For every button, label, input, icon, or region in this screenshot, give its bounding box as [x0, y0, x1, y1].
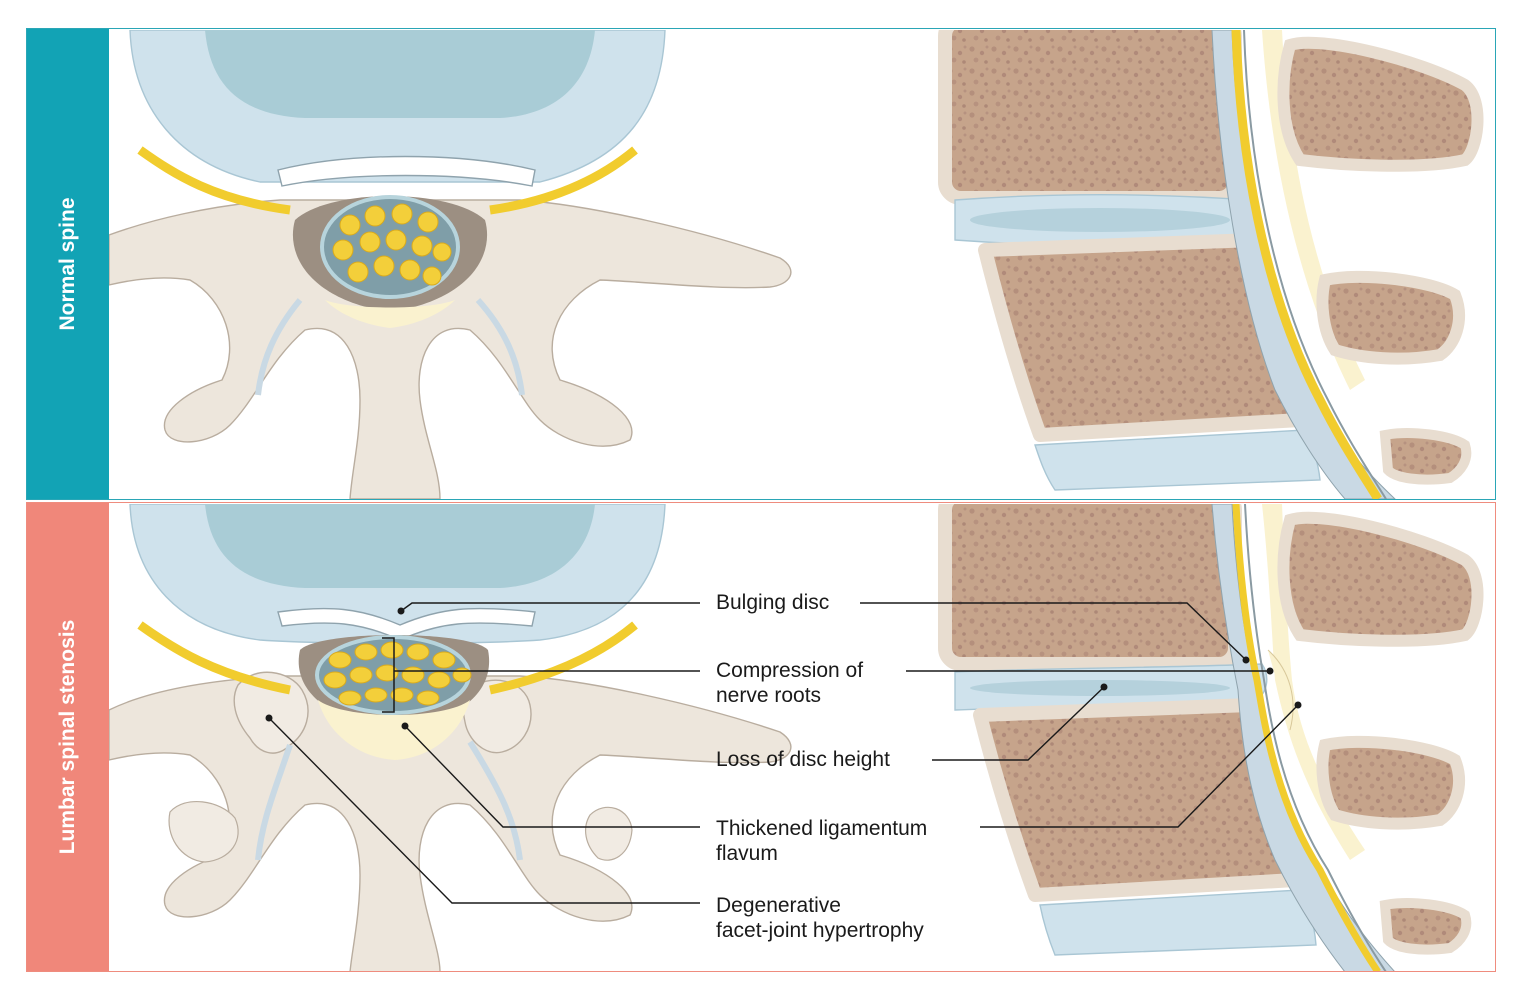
label-compression-line1: Compression of	[716, 659, 864, 682]
normal-spinous-process-middle	[1316, 270, 1465, 365]
stenosis-right-lower-facet	[584, 806, 633, 861]
stenosis-disc-sagittal-lower	[1039, 889, 1317, 956]
stenosis-spinous-process-lower	[1379, 898, 1472, 955]
stenosis-spinous-process-middle	[1316, 735, 1465, 830]
stenosis-right-nerve-root	[489, 621, 638, 695]
stenosis-sagittal-view	[938, 504, 1484, 971]
normal-sagittal-view	[938, 30, 1484, 499]
normal-axial-view	[109, 30, 792, 499]
normal-ligamentum-flavum	[325, 300, 455, 328]
leader-ligamentum-sagittal	[980, 704, 1299, 828]
leader-bulging-disc-axial	[400, 602, 700, 612]
normal-left-facet-gap	[255, 298, 303, 396]
stenosis-left-lower-facet	[168, 800, 239, 863]
stenosis-left-nerve-root	[137, 621, 291, 695]
label-facet-line1: Degenerative	[716, 894, 841, 917]
label-bulging-disc: Bulging disc	[716, 591, 830, 614]
normal-vertebral-body-upper	[938, 30, 1242, 205]
leader-dots	[265, 607, 1302, 730]
normal-vertebral-arch	[109, 199, 792, 499]
label-loss-disc-height: Loss of disc height	[716, 748, 890, 771]
stenosis-compressed-nerve-bundle	[323, 641, 472, 706]
compression-bracket	[382, 637, 395, 713]
stenosis-spinal-cord-nerves	[1232, 504, 1381, 971]
label-ligamentum-line1: Thickened ligamentum	[716, 817, 928, 840]
normal-spinal-cord-nerves	[1231, 30, 1382, 499]
leader-lines	[268, 602, 1299, 904]
leader-bulging-disc-sagittal	[860, 602, 1247, 661]
normal-right-facet-gap	[475, 297, 525, 396]
normal-nerve-bundle	[332, 203, 452, 286]
leader-facet-axial	[268, 717, 700, 904]
stenosis-tab: Lumbar spinal stenosis	[27, 503, 109, 971]
normal-spinous-process-lower	[1379, 428, 1472, 485]
stenosis-axial-view	[109, 504, 792, 971]
leader-loss-disc-height	[932, 686, 1105, 761]
stenosis-posterior-ligament	[277, 607, 536, 641]
normal-left-nerve-root	[137, 146, 291, 215]
normal-right-nerve-root	[489, 146, 638, 215]
label-facet-line2: facet-joint hypertrophy	[716, 919, 924, 942]
normal-spinous-process-upper	[1277, 36, 1484, 172]
label-ligamentum-line2: flavum	[716, 842, 778, 865]
label-compression-line2: nerve roots	[716, 684, 822, 707]
stenosis-left-facet-hypertrophy	[233, 671, 309, 754]
stenosis-disc-nucleus	[205, 504, 595, 588]
normal-posterior-ligament	[277, 155, 536, 187]
stenosis-vertebral-body-upper	[938, 504, 1242, 671]
stenosis-spinous-process-upper	[1277, 511, 1484, 647]
normal-spine-tab: Normal spine	[27, 29, 109, 499]
leader-ligamentum-axial	[404, 725, 700, 828]
normal-disc-nucleus	[205, 30, 595, 118]
stenosis-thickened-ligamentum	[318, 700, 470, 760]
